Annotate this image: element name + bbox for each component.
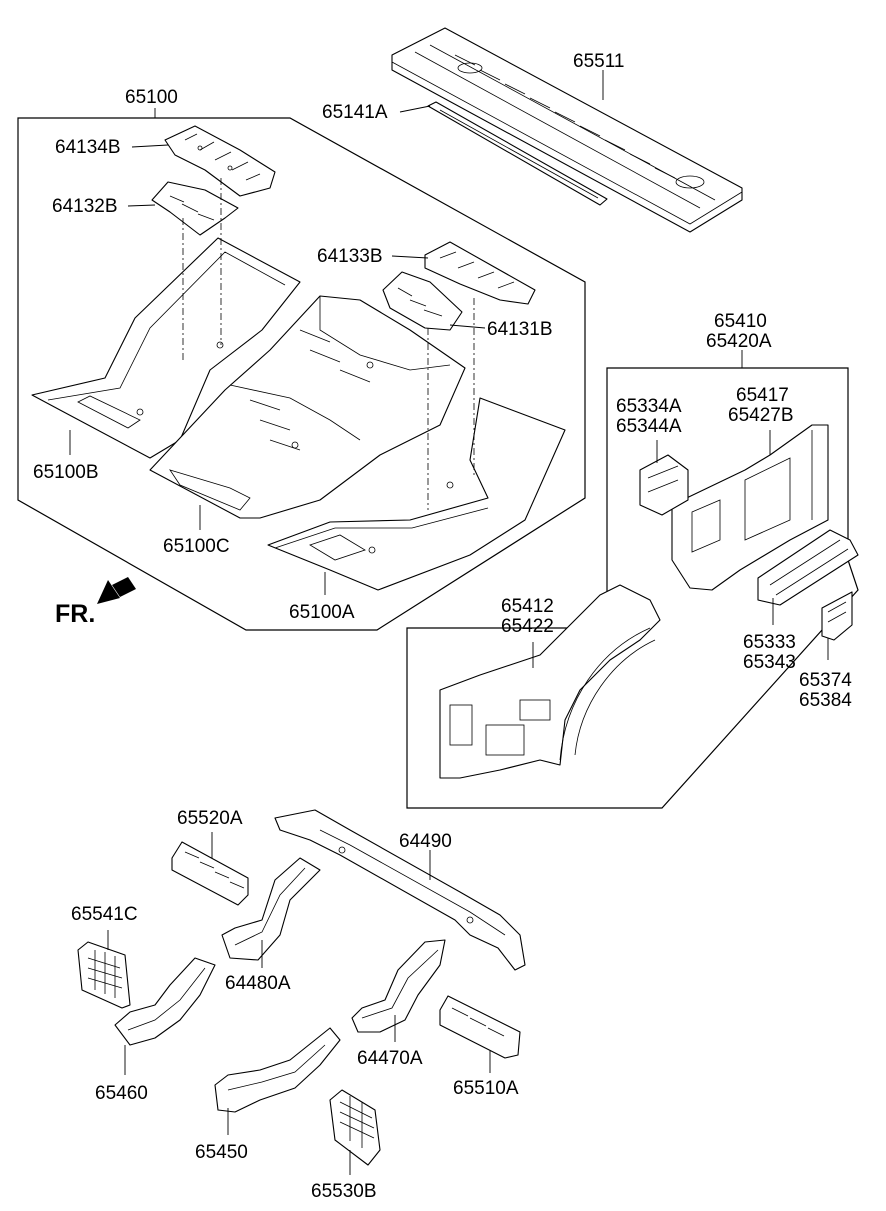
part-64480A-rail[interactable]	[221, 857, 321, 961]
part-65100C-center-floor-tunnel[interactable]	[149, 295, 466, 519]
part-65334A-bracket[interactable]	[639, 454, 689, 516]
part-65374-plate[interactable]	[821, 591, 853, 641]
label-65333: 65333	[743, 632, 796, 653]
label-64133B: 64133B	[317, 246, 383, 267]
label-65417: 65417	[736, 385, 789, 406]
label-65510A: 65510A	[453, 1078, 519, 1099]
part-64132B-bracket[interactable]	[151, 181, 239, 236]
part-65100B-front-floor-left[interactable]	[31, 237, 301, 459]
group-box-65410	[406, 367, 859, 809]
part-65100A-front-floor-right[interactable]	[267, 397, 566, 591]
label-65520A: 65520A	[177, 808, 243, 829]
part-64134B-bracket[interactable]	[164, 125, 276, 197]
leader-lines	[69, 70, 829, 1175]
part-65412-wheelhouse-outer[interactable]	[439, 584, 661, 779]
assembly-lines	[182, 178, 475, 510]
label-65530B: 65530B	[311, 1181, 377, 1202]
part-65450-rail[interactable]	[214, 1027, 341, 1113]
label-65450: 65450	[195, 1142, 248, 1163]
part-64131B-bracket[interactable]	[382, 271, 463, 331]
label-65412: 65412	[501, 596, 554, 617]
part-64470A-rail[interactable]	[351, 939, 446, 1033]
label-65334A: 65334A	[616, 396, 682, 417]
label-65422: 65422	[501, 616, 554, 637]
label-65141A: 65141A	[322, 102, 388, 123]
label-65460: 65460	[95, 1083, 148, 1104]
label-64490: 64490	[399, 831, 452, 852]
label-64131B: 64131B	[487, 319, 553, 340]
part-65520A-bracket[interactable]	[171, 841, 249, 906]
group-box-65100	[17, 117, 586, 631]
part-65511-rear-floor-panel[interactable]	[391, 27, 743, 233]
part-65541C-panel[interactable]	[77, 941, 131, 1009]
part-65510A-bracket[interactable]	[439, 995, 521, 1059]
label-64470A: 64470A	[357, 1048, 423, 1069]
front-direction-arrow-icon	[97, 577, 136, 604]
front-marker-label: FR.	[55, 600, 95, 628]
part-65417-inner-quarter-panel[interactable]	[671, 424, 829, 591]
part-64490-crossmember[interactable]	[274, 809, 526, 971]
part-65333-rail[interactable]	[757, 529, 859, 606]
label-64132B: 64132B	[52, 196, 118, 217]
part-number-labels: 65511 65141A 65100 64134B 64132B 64133B …	[33, 51, 852, 1202]
label-65541C: 65541C	[71, 904, 138, 925]
label-65100: 65100	[125, 87, 178, 108]
label-65427B: 65427B	[728, 405, 794, 426]
label-65100C: 65100C	[163, 536, 230, 557]
label-64480A: 64480A	[225, 973, 291, 994]
label-65343: 65343	[743, 652, 796, 673]
label-65410: 65410	[714, 311, 767, 332]
label-65100A: 65100A	[289, 602, 355, 623]
label-65344A: 65344A	[616, 416, 682, 437]
label-65420A: 65420A	[706, 331, 772, 352]
label-65384: 65384	[799, 690, 852, 711]
label-64134B: 64134B	[55, 137, 121, 158]
part-65460-rail[interactable]	[114, 957, 216, 1046]
part-64133B-bracket[interactable]	[424, 241, 536, 305]
part-65141A-floor-strip[interactable]	[427, 101, 608, 206]
label-65100B: 65100B	[33, 462, 99, 483]
label-65374: 65374	[799, 670, 852, 691]
label-65511: 65511	[573, 51, 624, 72]
part-65530B-panel[interactable]	[329, 1089, 381, 1166]
